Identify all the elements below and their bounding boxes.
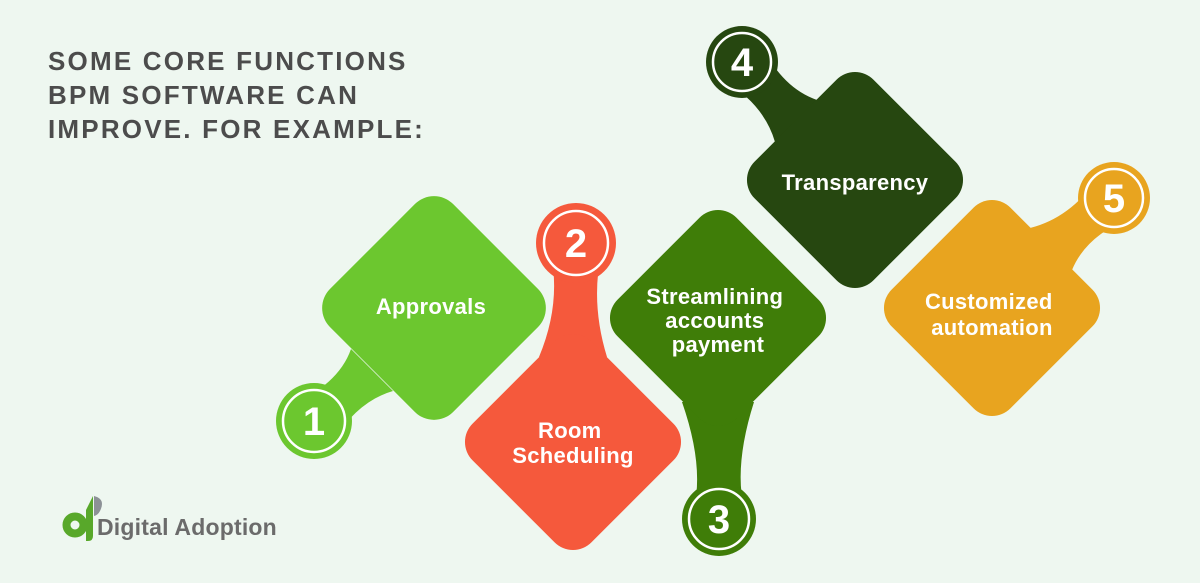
- number-badge-ring: [281, 388, 347, 454]
- item-label-line: accounts: [665, 308, 764, 333]
- item-streamlining-accounts-payment: 3 Streamlining accounts payment: [609, 209, 827, 556]
- item-label: Transparency: [782, 170, 929, 195]
- number-badge: [536, 203, 616, 283]
- item-label-line: automation: [931, 315, 1053, 340]
- number-badge: [706, 26, 778, 98]
- diamond-shape: [464, 333, 682, 551]
- number-badge: [276, 383, 352, 459]
- item-room-scheduling: 2 Room Scheduling: [464, 203, 682, 551]
- number-badge-ring: [711, 31, 773, 93]
- item-label-line: payment: [672, 332, 765, 357]
- item-label: Streamlining accounts payment: [646, 284, 789, 357]
- logo-bowl-shape: [62, 512, 88, 538]
- number-badge-ring: [1083, 167, 1145, 229]
- number-label: 1: [303, 400, 325, 444]
- number-label: 5: [1103, 177, 1125, 221]
- number-label: 3: [708, 498, 730, 542]
- title-line: BPM SOFTWARE CAN: [48, 80, 360, 110]
- item-label-line: Scheduling: [512, 443, 634, 468]
- number-badge-ring: [687, 487, 751, 551]
- item-label-line: Room: [538, 418, 602, 443]
- item-label: Room Scheduling: [512, 418, 634, 468]
- number-badge-ring: [542, 209, 610, 277]
- item-label-line: Streamlining: [646, 284, 783, 309]
- number-label: 4: [731, 41, 754, 85]
- item-label: Approvals: [376, 294, 486, 319]
- diamond-shape: [322, 196, 546, 420]
- logo-leaf-icon: [94, 496, 102, 516]
- number-badge: [682, 482, 756, 556]
- connector-stem: [682, 402, 754, 512]
- title-line: SOME CORE FUNCTIONS: [48, 46, 408, 76]
- title-line: IMPROVE. FOR EXAMPLE:: [48, 114, 426, 144]
- logo-text: Digital Adoption: [97, 514, 277, 540]
- brand-logo: Digital Adoption: [56, 488, 316, 552]
- diamond-shape: [746, 71, 964, 289]
- number-badge: [1078, 162, 1150, 234]
- logo-stem-shape: [86, 496, 93, 541]
- item-label-line: Customized: [925, 289, 1053, 314]
- diamond-shape: [609, 209, 827, 427]
- number-label: 2: [565, 222, 587, 266]
- item-label: Customized automation: [925, 289, 1059, 340]
- digital-adoption-logo-icon: [62, 496, 102, 541]
- item-approvals: 1 Approvals: [276, 196, 546, 459]
- item-transparency: 4 Transparency: [706, 26, 964, 289]
- page-title: SOME CORE FUNCTIONS BPM SOFTWARE CAN IMP…: [48, 44, 425, 146]
- diamond-shape: [883, 199, 1101, 417]
- item-customized-automation: 5 Customized automation: [883, 162, 1150, 417]
